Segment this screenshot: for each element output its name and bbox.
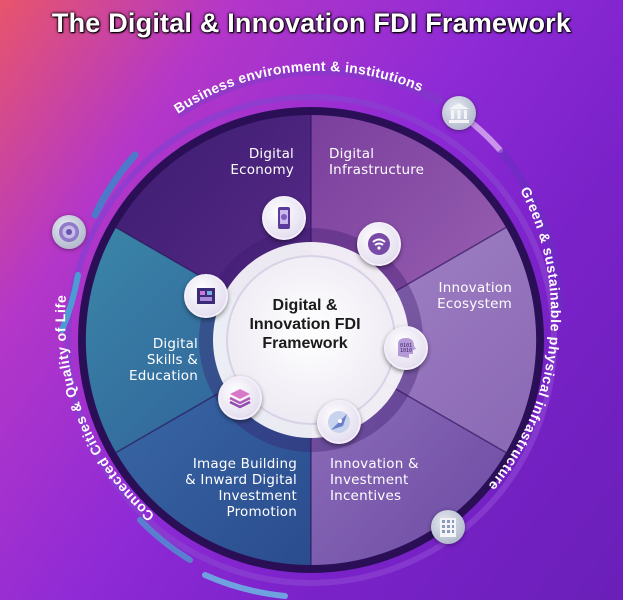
svg-text:1010: 1010 <box>400 348 412 354</box>
rocket-icon <box>317 400 361 444</box>
label-innovation-ecosystem: Innovation Ecosystem <box>437 280 512 312</box>
city-target-icon <box>52 215 86 249</box>
segment-digital-skills <box>85 227 311 453</box>
chip-icon <box>184 274 228 318</box>
office-building-icon <box>431 510 465 544</box>
binary-head-icon: 0101 1010 <box>384 326 428 370</box>
institution-building-icon <box>442 96 476 130</box>
label-digital-skills: Digital Skills & Education <box>128 336 198 384</box>
label-digital-economy: Digital Economy <box>230 146 294 178</box>
svg-text:0101: 0101 <box>400 343 412 349</box>
label-innovation-incentives: Innovation & Investment Incentives <box>330 456 419 504</box>
page-title: The Digital & Innovation FDI Framework <box>51 8 572 38</box>
center-title: Digital & Innovation FDI Framework <box>249 297 361 352</box>
label-digital-infrastructure: Digital Infrastructure <box>329 146 425 178</box>
wifi-icon <box>357 222 401 266</box>
label-image-building: Image Building & Inward Digital Investme… <box>185 456 297 520</box>
layers-icon <box>218 376 262 420</box>
mobile-payment-icon <box>262 196 306 240</box>
